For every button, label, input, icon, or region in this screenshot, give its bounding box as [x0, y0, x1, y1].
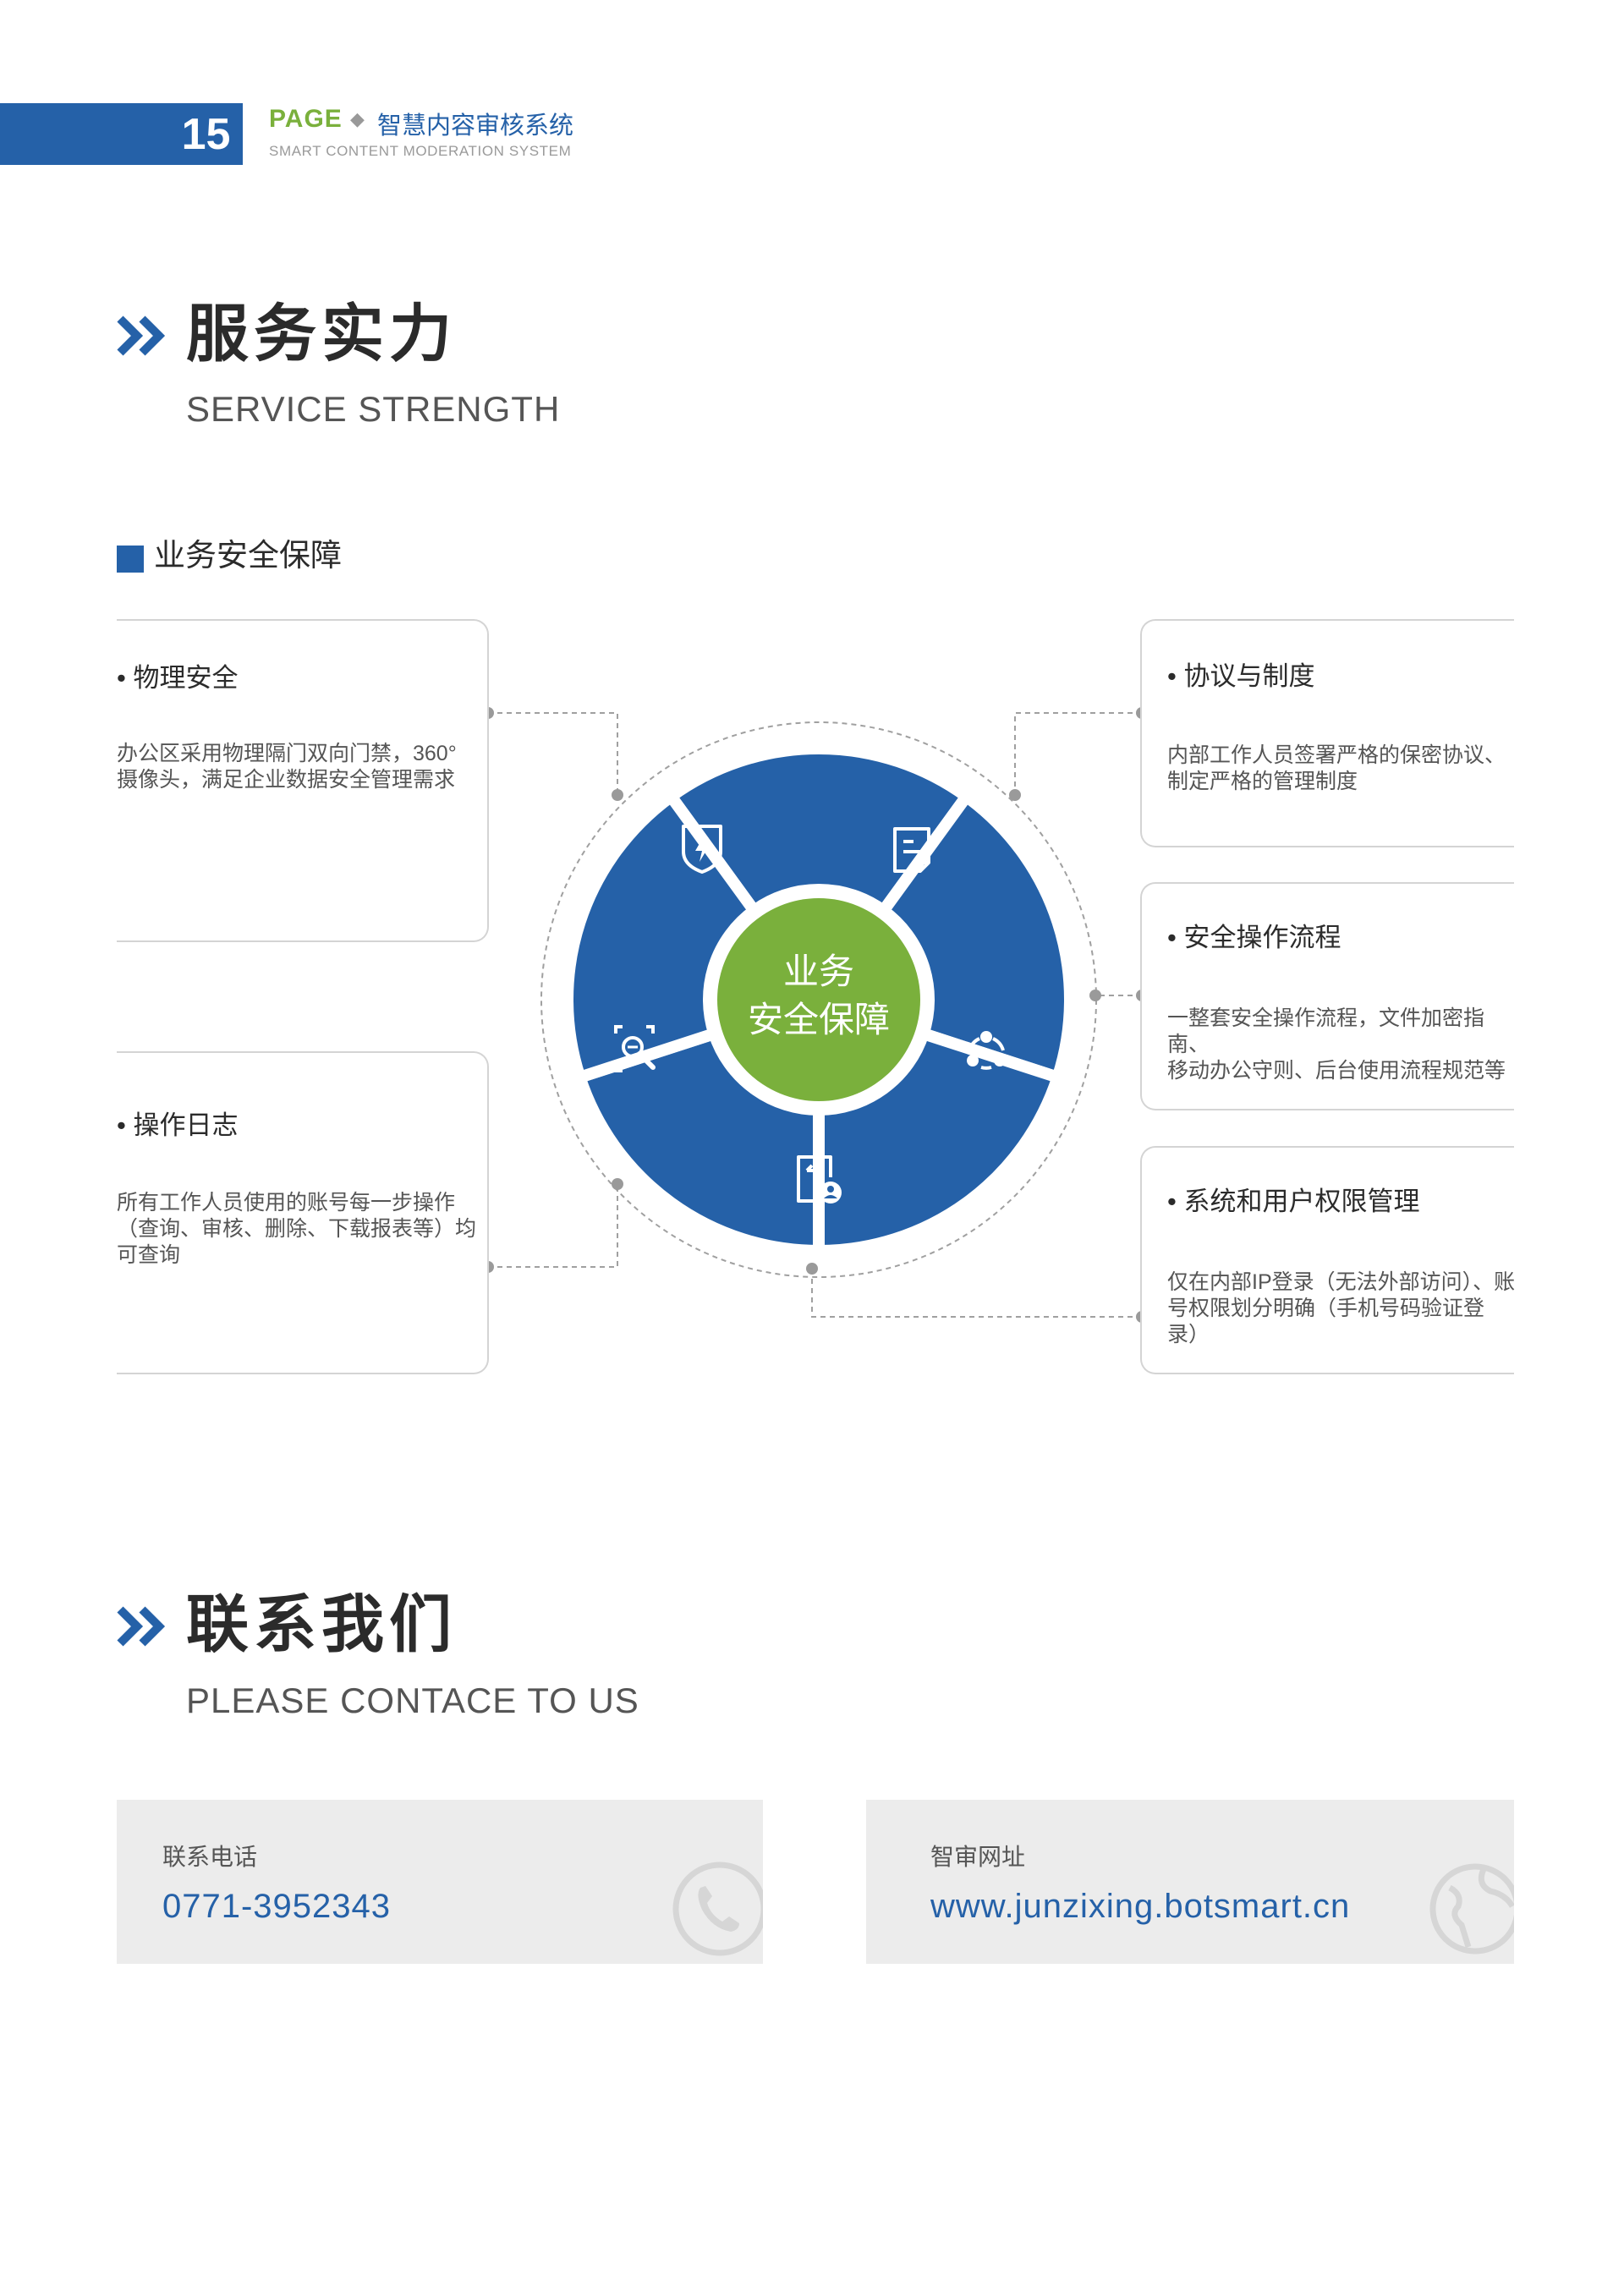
- card-protocol: • 协议与制度 内部工作人员签署严格的保密协议、 制定严格的管理制度: [1140, 619, 1514, 847]
- user-document-icon: [797, 1155, 842, 1204]
- security-wheel: 业务 安全保障: [557, 737, 1081, 1262]
- website-card: 智审网址 www.junzixing.botsmart.cn: [866, 1800, 1514, 1964]
- card-text: 内部工作人员签署严格的保密协议、 制定严格的管理制度: [1167, 743, 1516, 795]
- globe-watermark-icon: [1429, 1863, 1514, 1955]
- connector-lines: [482, 707, 1148, 1323]
- card-title: • 安全操作流程: [1167, 923, 1341, 952]
- center-label-line2: 安全保障: [748, 999, 890, 1040]
- phone-label: 联系电话: [162, 1844, 258, 1870]
- page-label: PAGE: [269, 105, 343, 133]
- network-nodes-icon: [967, 1031, 1006, 1070]
- double-chevron-icon: [117, 1606, 166, 1647]
- service-title: 服务实力: [186, 299, 457, 369]
- card-text: 一整套安全操作流程，文件加密指南、 移动办公守则、后台使用流程规范等: [1167, 1006, 1516, 1084]
- card-text: 仅在内部IP登录（无法外部访问）、账 号权限划分明确（手机号码验证登录）: [1167, 1269, 1516, 1348]
- center-label-line1: 业务: [783, 951, 854, 992]
- website-url[interactable]: www.junzixing.botsmart.cn: [930, 1888, 1351, 1925]
- header-band: [0, 103, 243, 165]
- card-title: • 协议与制度: [1167, 661, 1315, 691]
- shield-bolt-icon: [682, 825, 722, 874]
- page-number: 15: [181, 110, 231, 159]
- card-line: 所有工作人员使用的账号每一步操作: [117, 1191, 456, 1215]
- service-subtitle: SERVICE STRENGTH: [186, 389, 561, 429]
- document-icon: [893, 827, 930, 873]
- section-marker: [117, 546, 144, 573]
- phone-watermark-icon: [672, 1862, 763, 1956]
- contact-subtitle: PLEASE CONTACE TO US: [186, 1681, 639, 1720]
- card-permission: • 系统和用户权限管理 仅在内部IP登录（无法外部访问）、账 号权限划分明确（手…: [1140, 1146, 1516, 1374]
- header-separator-icon: ◆: [350, 108, 365, 129]
- phone-number[interactable]: 0771-3952343: [162, 1888, 392, 1925]
- card-line: 可查询: [117, 1243, 181, 1267]
- card-process: • 安全操作流程 一整套安全操作流程，文件加密指南、 移动办公守则、后台使用流程…: [1140, 882, 1514, 1110]
- card-line: 一整套安全操作流程，文件加密指南、: [1167, 1006, 1485, 1056]
- contact-title: 联系我们: [186, 1589, 457, 1659]
- system-subtitle: SMART CONTENT MODERATION SYSTEM: [269, 143, 572, 159]
- card-line: 号权限划分明确（手机号码验证登录）: [1167, 1297, 1485, 1346]
- card-text: 所有工作人员使用的账号每一步操作 （查询、审核、删除、下载报表等）均 可查询: [117, 1190, 480, 1269]
- card-text: 办公区采用物理隔门双向门禁，360° 摄像头，满足企业数据安全管理需求: [117, 741, 480, 793]
- card-line: 制定严格的管理制度: [1167, 770, 1358, 793]
- phone-card: 联系电话 0771-3952343: [117, 1800, 763, 1964]
- card-line: 移动办公守则、后台使用流程规范等: [1167, 1059, 1506, 1083]
- double-chevron-icon: [117, 315, 166, 356]
- section-heading: 业务安全保障: [154, 538, 342, 573]
- card-line: （查询、审核、删除、下载报表等）均: [117, 1217, 477, 1241]
- system-title: 智慧内容审核系统: [377, 112, 574, 140]
- search-tools-icon: [614, 1025, 656, 1072]
- card-operation-log: • 操作日志 所有工作人员使用的账号每一步操作 （查询、审核、删除、下载报表等）…: [117, 1051, 489, 1374]
- center-hub: [717, 898, 920, 1101]
- website-label: 智审网址: [930, 1844, 1026, 1870]
- card-line: 办公区采用物理隔门双向门禁，360°: [117, 742, 457, 765]
- card-title: • 操作日志: [117, 1110, 239, 1140]
- card-title: • 物理安全: [117, 663, 239, 693]
- card-physical-security: • 物理安全 办公区采用物理隔门双向门禁，360° 摄像头，满足企业数据安全管理…: [117, 619, 489, 942]
- card-title: • 系统和用户权限管理: [1167, 1187, 1420, 1216]
- card-line: 仅在内部IP登录（无法外部访问）、账: [1167, 1270, 1516, 1294]
- card-line: 内部工作人员签署严格的保密协议、: [1167, 743, 1506, 767]
- card-line: 摄像头，满足企业数据安全管理需求: [117, 768, 456, 792]
